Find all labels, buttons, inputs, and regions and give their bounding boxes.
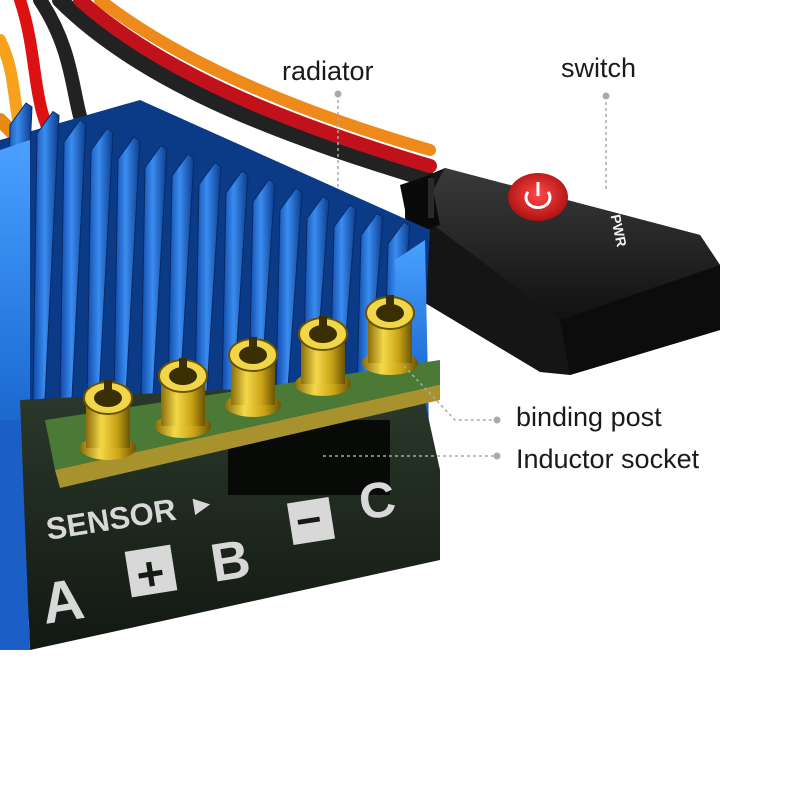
binding-post [225,337,281,417]
heatsink-fin [59,119,87,403]
heatsink-fin [140,144,168,399]
heatsink-fin [86,127,114,402]
phase-b-label: B [206,528,254,593]
switch-callout: switch [561,53,637,83]
phase-a-label: A [37,566,89,637]
binding-post [80,380,136,460]
binding-post [155,358,211,438]
heatsink-fin [32,110,60,404]
minus-terminal-box [286,496,336,546]
binding-posts [80,295,418,460]
heatsink-fin [275,187,303,393]
binding-post [362,295,418,375]
heatsink-fin [194,161,222,397]
heatsink-fin [221,170,249,396]
wire-bundle [0,0,438,188]
phase-c-label: C [355,470,399,531]
plus-terminal-box [124,544,178,598]
sensor-arrow-icon: ▶ [191,493,212,518]
power-icon [508,173,568,221]
power-switch: PWR [400,168,720,375]
binding-post [295,316,351,396]
heatsink-fin [167,153,195,398]
callout-leaders [323,90,610,460]
radiator-callout: radiator [282,56,374,86]
binding-post-callout: binding post [516,402,662,432]
switch-pwr-text: PWR [608,213,630,248]
heatsink-fin [113,136,141,400]
inductor-socket-callout: Inductor socket [516,444,700,474]
